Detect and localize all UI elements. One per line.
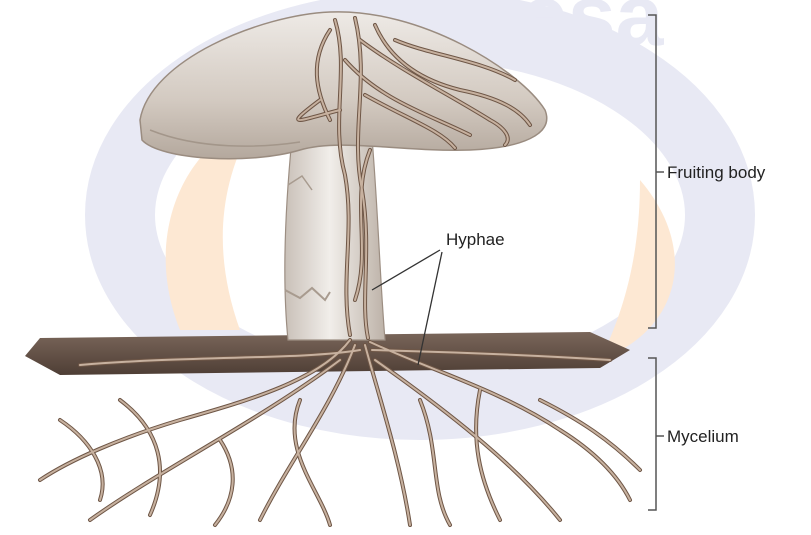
mushroom-stem	[285, 138, 385, 340]
bracket-mycelium	[648, 358, 664, 510]
label-hyphae: Hyphae	[446, 230, 505, 250]
watermark-text: esa	[520, 0, 665, 64]
label-mycelium: Mycelium	[667, 427, 739, 447]
label-fruiting-body: Fruiting body	[667, 163, 765, 183]
